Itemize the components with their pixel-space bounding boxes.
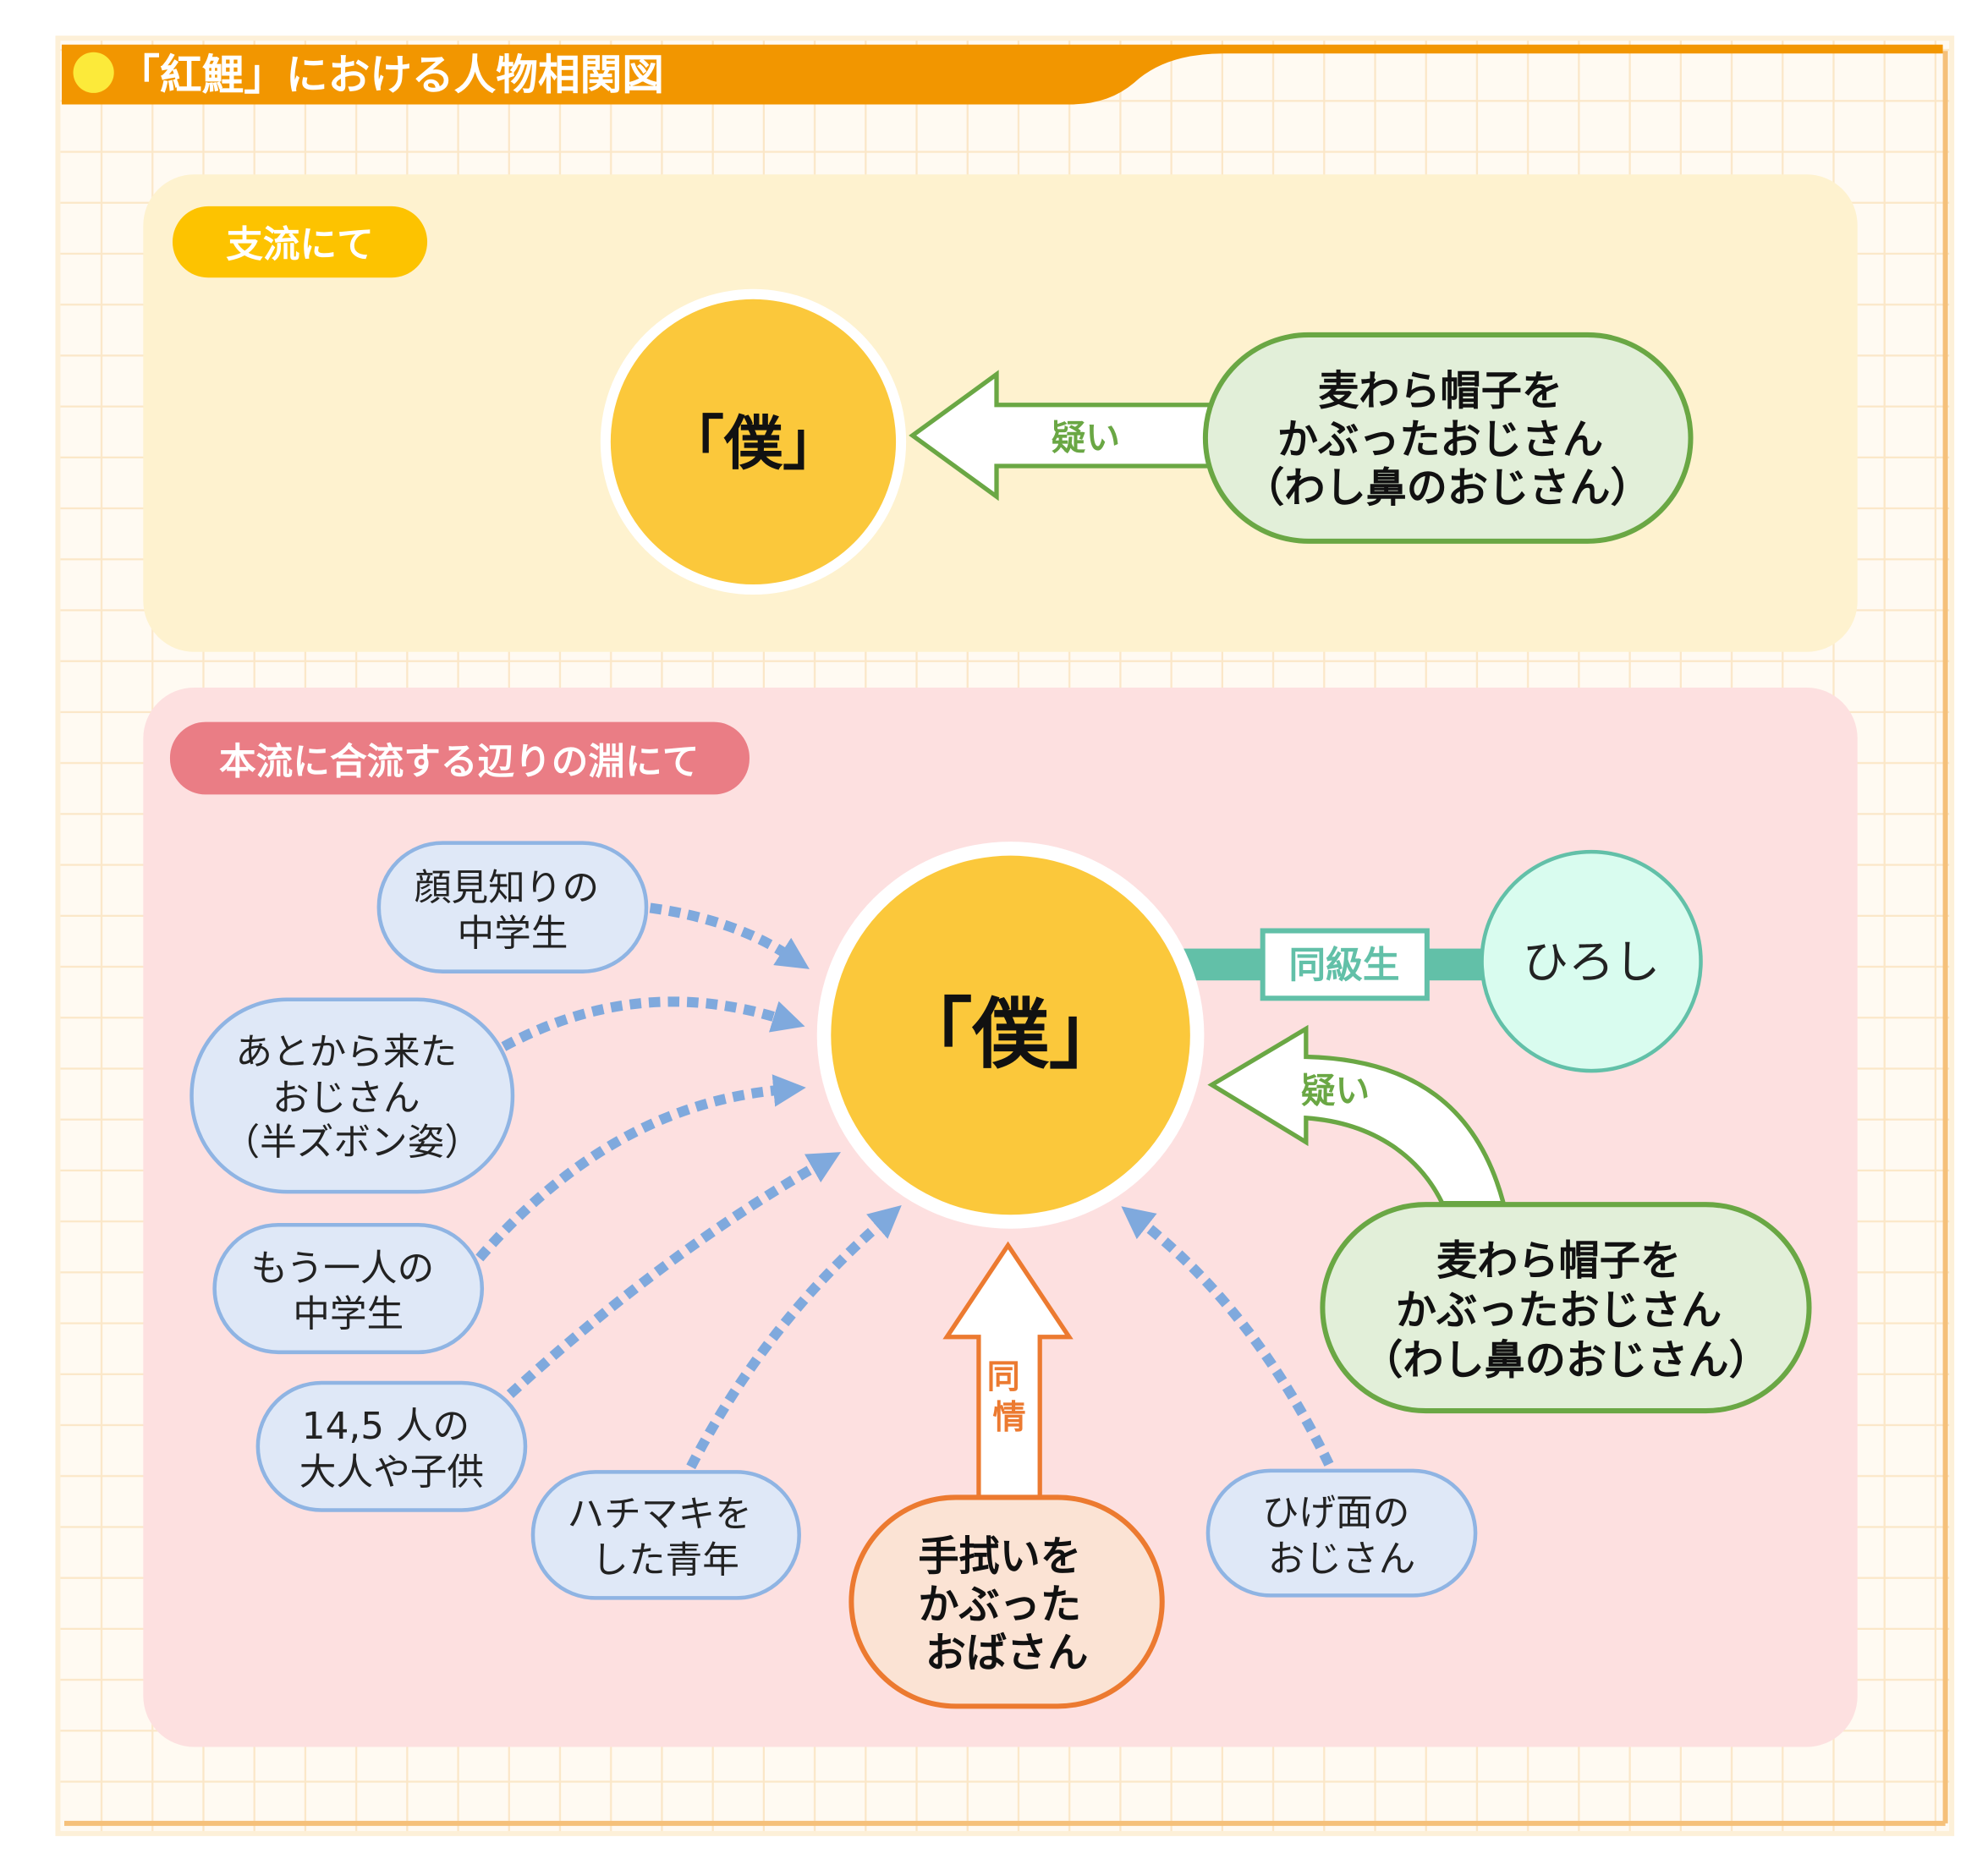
headband-youth-label: ハチマキを した青年	[568, 1493, 764, 1582]
dotted-arrow-3	[475, 1074, 806, 1262]
doubt-label-bottom: 疑い	[1301, 1071, 1370, 1111]
dotted-arrow-4	[506, 1152, 841, 1398]
boku-label-bottom: 「僕」	[896, 990, 1125, 1079]
classmate-label-box	[1260, 928, 1430, 1001]
doubt-arrow-top	[909, 370, 1213, 502]
doubt-label-top: 疑い	[1052, 417, 1120, 458]
bottom-badge	[169, 721, 750, 795]
classmate-label: 同級生	[1289, 944, 1400, 987]
later-man-label-line-2: おじさん	[272, 1077, 420, 1120]
another-student-label-line-1: もう一人の	[250, 1248, 434, 1291]
boku-node-bottom	[831, 855, 1190, 1215]
hiroshi-label: ひろし	[1523, 935, 1661, 989]
crowd-label-line-1: 14,5 人の	[302, 1405, 470, 1448]
bearded-man-label-line-2: おじさん	[1268, 1538, 1416, 1581]
sympathy-label: 同 情	[987, 1358, 1032, 1437]
dotted-arrow-5	[686, 1205, 902, 1470]
bullet-icon	[73, 52, 114, 93]
another-student-node	[212, 1223, 485, 1355]
straw-hat-man-label-top-line-1: 麦わら帽子を	[1318, 368, 1562, 415]
straw-hat-man-label-bottom-line-1: 麦わら帽子を	[1436, 1237, 1681, 1285]
acquaintance-student-label-line-1: 顔見知りの	[415, 866, 599, 909]
straw-hat-man-node-bottom	[1320, 1202, 1812, 1414]
later-man-label-line-1: あとから来た	[235, 1031, 457, 1074]
header-bar	[61, 44, 1943, 105]
straw-hat-man-node-top	[1202, 332, 1694, 544]
straw-hat-man-label-bottom: 麦わら帽子を かぶったおじさん （わし鼻のおじさん）	[1362, 1237, 1770, 1384]
obasan-label-line-2: かぶった	[918, 1581, 1081, 1628]
top-badge-label: 支流にて	[226, 223, 374, 266]
crowd-node	[255, 1380, 528, 1512]
boku-node-top	[610, 299, 897, 585]
crowd-label-line-2: 大人や子供	[299, 1450, 484, 1494]
acquaintance-student-label-line-2: 中学生	[457, 913, 568, 956]
dotted-arrow-1	[649, 902, 810, 969]
headband-youth-label-line-2: した青年	[591, 1538, 739, 1582]
top-badge	[172, 206, 428, 278]
later-man-node	[189, 997, 515, 1194]
obasan-label-line-3: おばさん	[925, 1630, 1089, 1677]
bearded-man-node	[1205, 1468, 1478, 1598]
later-man-label: あとから来た おじさん （半ズボン姿）	[222, 1031, 481, 1165]
straw-hat-man-label-top: 麦わら帽子を かぶったおじさん （わし鼻のおじさん）	[1244, 368, 1651, 512]
sympathy-label-char-2: 情	[993, 1399, 1026, 1437]
straw-hat-man-label-bottom-line-2: かぶったおじさん	[1396, 1287, 1722, 1335]
straw-hat-man-label-top-line-3: （わし鼻のおじさん）	[1244, 464, 1651, 512]
page-title: 「紅鯉」における人物相関図	[118, 50, 664, 99]
obasan-label-line-1: 手拭いを	[918, 1533, 1081, 1580]
crowd-label: 14,5 人の 大人や子供	[299, 1405, 484, 1494]
acquaintance-student-label: 顔見知りの 中学生	[415, 866, 611, 955]
sympathy-arrow	[942, 1241, 1074, 1505]
bearded-man-label: ひげ面の おじさん	[1262, 1492, 1421, 1581]
straw-hat-man-label-top-line-2: かぶったおじさん	[1277, 416, 1603, 463]
acquaintance-student-node	[376, 841, 649, 973]
dotted-arrow-6	[1121, 1206, 1334, 1467]
another-student-label-line-2: 中学生	[293, 1293, 404, 1336]
hiroshi-node	[1480, 849, 1703, 1073]
doubt-arrow-bottom	[1207, 1024, 1507, 1206]
headband-youth-label-line-1: ハチマキを	[568, 1493, 752, 1536]
dotted-arrow-2	[501, 996, 805, 1051]
another-student-label: もう一人の 中学生	[250, 1248, 446, 1336]
sympathy-label-char-1: 同	[987, 1358, 1020, 1396]
obasan-label: 手拭いを かぶった おばさん	[918, 1533, 1095, 1676]
boku-label-top: 「僕」	[666, 410, 842, 478]
obasan-node	[848, 1494, 1165, 1709]
bottom-badge-label: 本流に合流する辺りの淵にて	[219, 740, 699, 783]
bearded-man-label-line-1: ひげ面の	[1262, 1492, 1410, 1535]
later-man-label-line-3: （半ズボン姿）	[222, 1121, 481, 1164]
headband-youth-node	[530, 1470, 801, 1600]
straw-hat-man-label-bottom-line-3: （わし鼻のおじさん）	[1362, 1336, 1770, 1384]
